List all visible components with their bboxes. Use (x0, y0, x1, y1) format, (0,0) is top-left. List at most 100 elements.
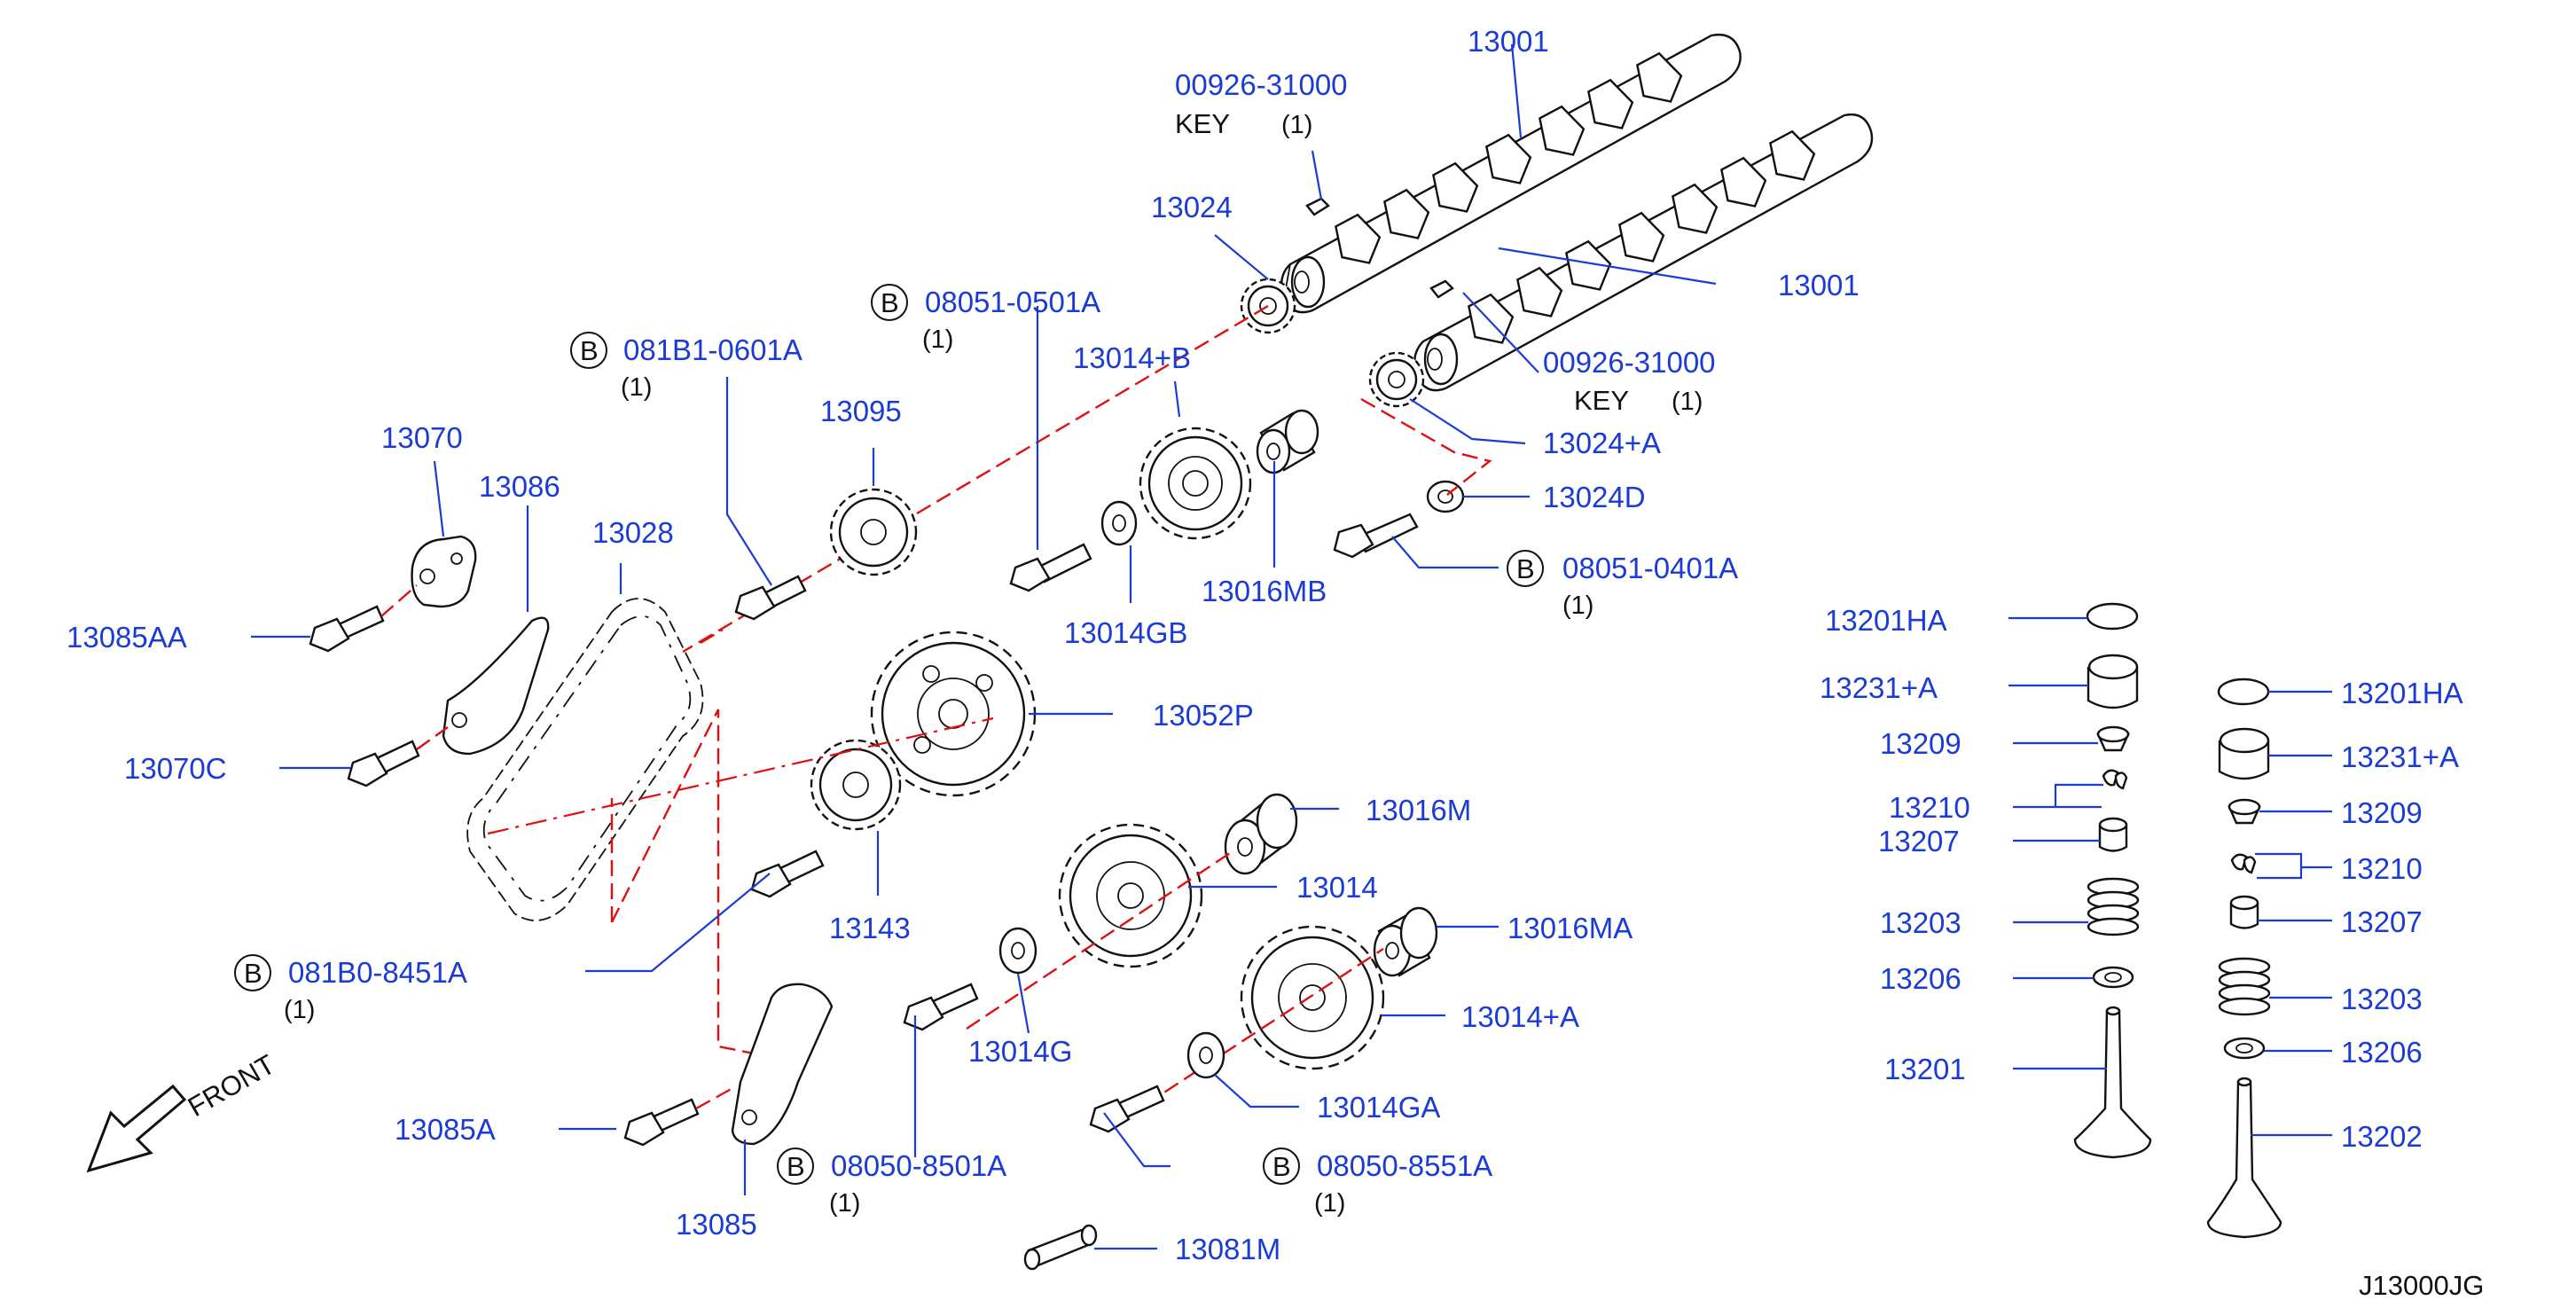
label-13024a[interactable]: 13024+A (1543, 427, 1661, 459)
cam-sprocket-bushing-13016mb[interactable] (1256, 409, 1319, 474)
bolt-08050-8501a[interactable] (903, 983, 979, 1031)
valve-right-label[interactable]: 13231+A (2341, 740, 2459, 773)
shim-13201ha-left[interactable] (2086, 602, 2139, 631)
label-13014gb[interactable]: 13014GB (1064, 616, 1187, 649)
retainer-13209-left[interactable] (2096, 725, 2130, 752)
label-081b1-0601a[interactable]: 081B1-0601A (623, 333, 803, 366)
label-13095[interactable]: 13095 (820, 395, 902, 427)
bolt-marker-08050-8551a: B (1263, 1148, 1300, 1185)
spring-seat-13206-right[interactable] (2223, 1037, 2266, 1060)
bolt-081b1-0601a[interactable] (734, 575, 807, 621)
key-part-lower[interactable] (1429, 279, 1454, 299)
label-08050-8501a[interactable]: 08050-8501A (831, 1149, 1006, 1182)
label-13014b[interactable]: 13014+B (1073, 341, 1191, 374)
label-13052p[interactable]: 13052P (1153, 699, 1254, 732)
label-13024d[interactable]: 13024D (1543, 481, 1646, 513)
washer-13014gb[interactable] (1100, 500, 1138, 546)
label-00926-top[interactable]: 00926-31000 (1175, 68, 1348, 101)
label-13024[interactable]: 13024 (1151, 191, 1233, 223)
key-part-upper[interactable] (1305, 197, 1330, 216)
cam-sprocket-bushing-13016ma[interactable] (1373, 906, 1438, 977)
valve-left-label[interactable]: 13206 (1880, 962, 1961, 995)
label-08050-8551a[interactable]: 08050-8551A (1317, 1149, 1492, 1182)
valve-left-label[interactable]: 13210 (1889, 791, 1970, 824)
sprocket-13014b[interactable] (1139, 427, 1252, 540)
label-13001-top[interactable]: 13001 (1468, 25, 1549, 58)
chain-guide-13086[interactable] (442, 616, 550, 756)
label-13085aa[interactable]: 13085AA (67, 621, 187, 654)
valve-spring-13203-left[interactable] (2087, 877, 2140, 936)
valve-right-label[interactable]: 13207 (2341, 905, 2423, 938)
label-13086[interactable]: 13086 (479, 470, 560, 503)
label-08051-0501a[interactable]: 08051-0501A (925, 286, 1100, 318)
label-13014a[interactable]: 13014+A (1461, 1000, 1579, 1033)
collet-13210-right[interactable] (2230, 853, 2257, 874)
label-13014[interactable]: 13014 (1296, 871, 1378, 904)
valve-left-label[interactable]: 13203 (1880, 906, 1961, 939)
chain-tensioner-13070[interactable] (411, 535, 477, 608)
valve-seal-13207-right[interactable] (2229, 895, 2259, 929)
bolt-081b0-8451a[interactable] (750, 850, 825, 898)
spring-seat-13206-left[interactable] (2092, 966, 2134, 989)
shim-13201ha-right[interactable] (2217, 678, 2270, 706)
bolt-08051-0401a[interactable] (1333, 513, 1419, 559)
valve-right-label[interactable]: 13203 (2341, 983, 2423, 1015)
label-13001-right[interactable]: 13001 (1778, 269, 1860, 302)
timing-chain-13028[interactable] (466, 598, 704, 921)
valve-left-label[interactable]: 13209 (1880, 727, 1961, 760)
valve-right-label[interactable]: 13210 (2341, 852, 2423, 885)
valve-left-label[interactable]: 13201HA (1825, 604, 1947, 637)
cam-sprocket-bushing-13016m[interactable] (1224, 793, 1298, 875)
qty-081b0-8451a: (1) (284, 996, 315, 1024)
washer-13014g[interactable] (998, 927, 1037, 975)
bolt-13070c[interactable] (347, 740, 420, 787)
label-13016m[interactable]: 13016M (1366, 794, 1471, 826)
label-13085a[interactable]: 13085A (395, 1113, 496, 1146)
label-13014ga[interactable]: 13014GA (1317, 1091, 1440, 1124)
lifter-13231a-right[interactable] (2218, 727, 2270, 780)
sprocket-13052p[interactable] (870, 631, 1037, 797)
camshaft-13001-upper[interactable] (1280, 33, 1742, 314)
valve-left-label[interactable]: 13201 (1884, 1053, 1966, 1085)
label-081b0-8451a[interactable]: 081B0-8451A (288, 956, 467, 989)
label-13014g[interactable]: 13014G (968, 1035, 1072, 1068)
label-13016ma[interactable]: 13016MA (1507, 912, 1633, 944)
pin-13081m[interactable] (1023, 1224, 1098, 1271)
bolt-08050-8551a[interactable] (1089, 1085, 1165, 1133)
label-13081m[interactable]: 13081M (1175, 1233, 1280, 1265)
valve-right-label[interactable]: 13209 (2341, 796, 2423, 829)
bolt-08051-0501a[interactable] (1009, 543, 1092, 592)
bolt-13085a[interactable] (623, 1098, 700, 1147)
label-13070[interactable]: 13070 (381, 421, 463, 454)
valve-right-label[interactable]: 13206 (2341, 1036, 2423, 1069)
valve-right-label[interactable]: 13202 (2341, 1120, 2423, 1153)
bolt-13085aa[interactable] (309, 605, 385, 653)
valve-right-label[interactable]: 13201HA (2341, 677, 2463, 709)
washer-13024d[interactable] (1426, 480, 1465, 513)
valve-left-label[interactable]: 13231+A (1820, 671, 1938, 704)
sprocket-13143[interactable] (810, 739, 902, 831)
collet-13210-left[interactable] (2102, 769, 2128, 790)
label-00926-right[interactable]: 00926-31000 (1543, 346, 1716, 379)
washer-13014ga[interactable] (1186, 1031, 1225, 1079)
label-08051-0401a[interactable]: 08051-0401A (1562, 552, 1738, 584)
exhaust-valve-13202[interactable] (2206, 1077, 2282, 1239)
label-13085[interactable]: 13085 (676, 1208, 757, 1241)
valve-seal-13207-left[interactable] (2098, 817, 2128, 852)
label-13016mb[interactable]: 13016MB (1202, 575, 1327, 607)
chain-guide-13085[interactable] (731, 983, 834, 1146)
label-13143[interactable]: 13143 (829, 912, 911, 944)
leader-lines (251, 43, 2332, 1250)
sprocket-13014[interactable] (1058, 823, 1203, 968)
sprocket-13095[interactable] (829, 488, 918, 576)
lifter-13231a-left[interactable] (2087, 654, 2139, 709)
sprocket-13014a[interactable] (1240, 925, 1385, 1070)
label-13070c[interactable]: 13070C (124, 752, 227, 785)
intake-valve-13201[interactable] (2073, 1006, 2152, 1159)
sprocket-13024a[interactable] (1368, 351, 1425, 408)
valve-spring-13203-right[interactable] (2218, 957, 2271, 1016)
valve-left-label[interactable]: 13207 (1878, 825, 1960, 858)
label-13028[interactable]: 13028 (592, 516, 674, 549)
retainer-13209-right[interactable] (2228, 798, 2261, 825)
